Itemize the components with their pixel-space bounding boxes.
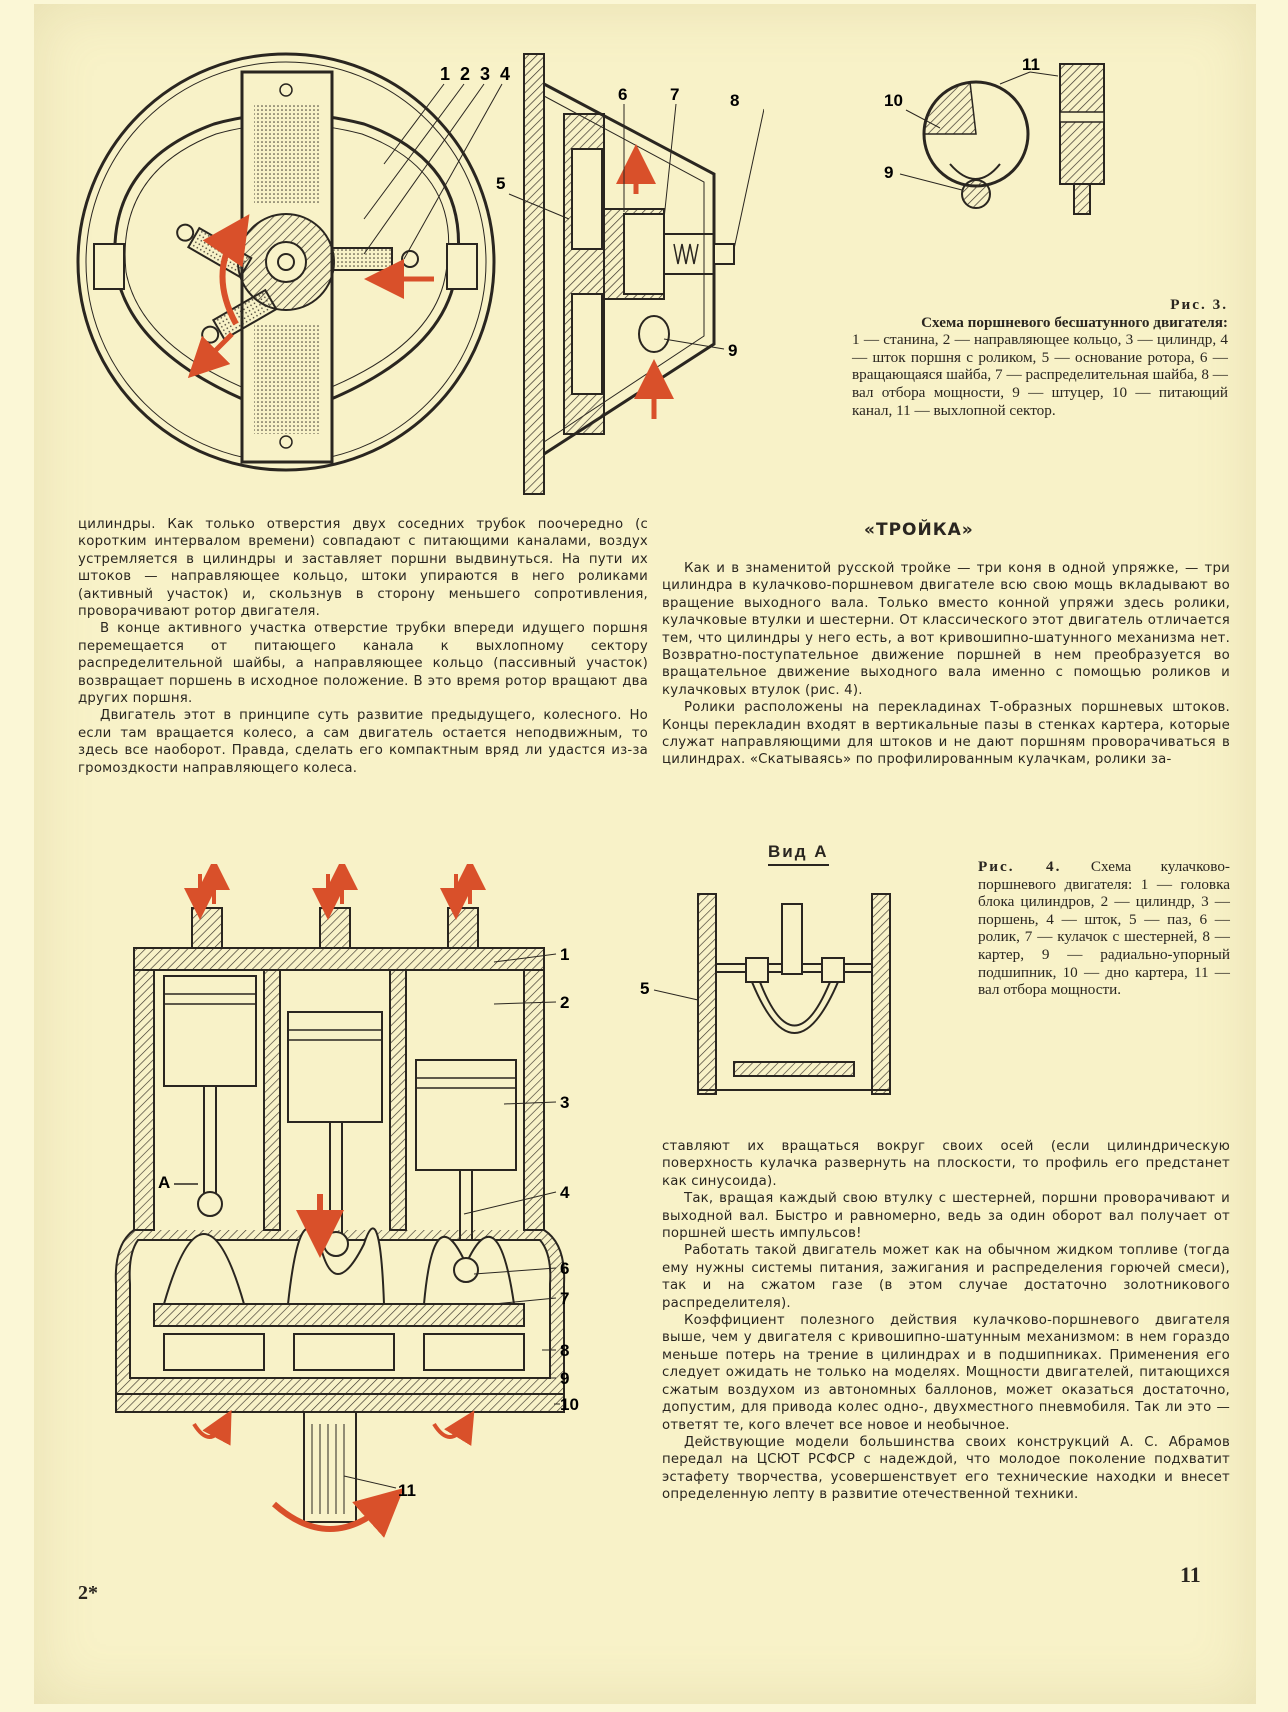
page-number: 11 xyxy=(1180,1562,1201,1587)
fig4-caption-body: Схема кулачково-поршневого двигателя: 1 … xyxy=(978,858,1230,999)
fig4-label-7: 7 xyxy=(560,1289,569,1308)
fig3-label-1: 1 xyxy=(440,64,450,84)
paragraph: Коэффициент полезного действия кулачково… xyxy=(662,1313,1230,1433)
fig4-caption-label: Рис. 4. xyxy=(978,858,1062,875)
fig3-caption: Рис. 3. Схема поршневого бесшатунного дв… xyxy=(852,296,1228,419)
paragraph: Действующие модели большинства своих кон… xyxy=(662,1434,1230,1503)
fig3-label-2: 2 xyxy=(460,64,470,84)
fig3-label-7: 7 xyxy=(670,85,679,104)
fig3-label-4: 4 xyxy=(500,64,510,84)
paragraph: Двигатель этот в принципе суть развитие … xyxy=(78,708,648,776)
paragraph: ставляют их вращаться вокруг своих осей … xyxy=(662,1139,1230,1189)
fig4-label-9: 9 xyxy=(560,1369,569,1388)
right-lower-text: ставляют их вращаться вокруг своих осей … xyxy=(662,1138,1230,1504)
fig4-label-4: 4 xyxy=(560,1183,570,1202)
fig3-label-8: 8 xyxy=(730,91,739,110)
fig4-label-6: 6 xyxy=(560,1259,569,1278)
fig4-caption: Рис. 4. Схема кулачково-поршневого двига… xyxy=(978,858,1230,999)
fig3-label-9: 9 xyxy=(728,341,737,360)
fig3-caption-body: 1 — станина, 2 — направляющее кольцо, 3 … xyxy=(852,331,1228,419)
figure-4-diagram: А 1 2 3 4 6 7 8 9 10 11 xyxy=(114,864,579,1538)
fig3-label-10: 10 xyxy=(884,91,903,110)
paragraph: Ролики расположены на перекладинах Т-обр… xyxy=(662,700,1230,768)
paragraph: Как и в знаменитой русской тройке — три … xyxy=(662,561,1230,698)
fig4-label-5: 5 xyxy=(640,979,649,998)
fig3-caption-label: Рис. 3. xyxy=(1170,296,1228,313)
paragraph: В конце активного участка отверстие труб… xyxy=(78,621,648,707)
fig4-label-3: 3 xyxy=(560,1093,569,1112)
section-title: «ТРОЙКА» xyxy=(864,520,974,540)
fig3-label-3: 3 xyxy=(480,64,490,84)
fig4-label-10: 10 xyxy=(560,1395,579,1414)
paragraph: Работать такой двигатель может как на об… xyxy=(662,1243,1230,1311)
fig4-label-a: А xyxy=(158,1173,170,1192)
section-text: Как и в знаменитой русской тройке — три … xyxy=(662,560,1230,769)
magazine-page: 1 2 3 4 5 6 7 8 9 xyxy=(34,4,1256,1704)
fig4-label-1: 1 xyxy=(560,945,569,964)
figure-3-detail: 11 10 9 xyxy=(884,55,1105,215)
fig3-label-11: 11 xyxy=(1022,55,1040,74)
figure-4-view-a: 5 xyxy=(640,893,891,1095)
paragraph: Так, вращая каждый свою втулку с шестерн… xyxy=(662,1191,1230,1242)
signature-mark: 2* xyxy=(78,1582,98,1604)
fig4-view-label: Вид А xyxy=(768,842,829,866)
fig3-label-9-detail: 9 xyxy=(884,163,893,182)
paragraph: цилиндры. Как только отверстия двух сосе… xyxy=(78,517,648,620)
fig4-label-11: 11 xyxy=(398,1481,416,1500)
fig3-label-5: 5 xyxy=(496,174,505,193)
figure-3-diagram: 1 2 3 4 5 6 7 8 9 xyxy=(76,52,764,495)
fig4-label-2: 2 xyxy=(560,993,569,1012)
fig3-label-6: 6 xyxy=(618,85,627,104)
fig4-label-8: 8 xyxy=(560,1341,569,1360)
fig3-caption-title: Схема поршневого бесшатунного двигателя: xyxy=(921,313,1228,331)
left-text-column: цилиндры. Как только отверстия двух сосе… xyxy=(78,516,648,777)
